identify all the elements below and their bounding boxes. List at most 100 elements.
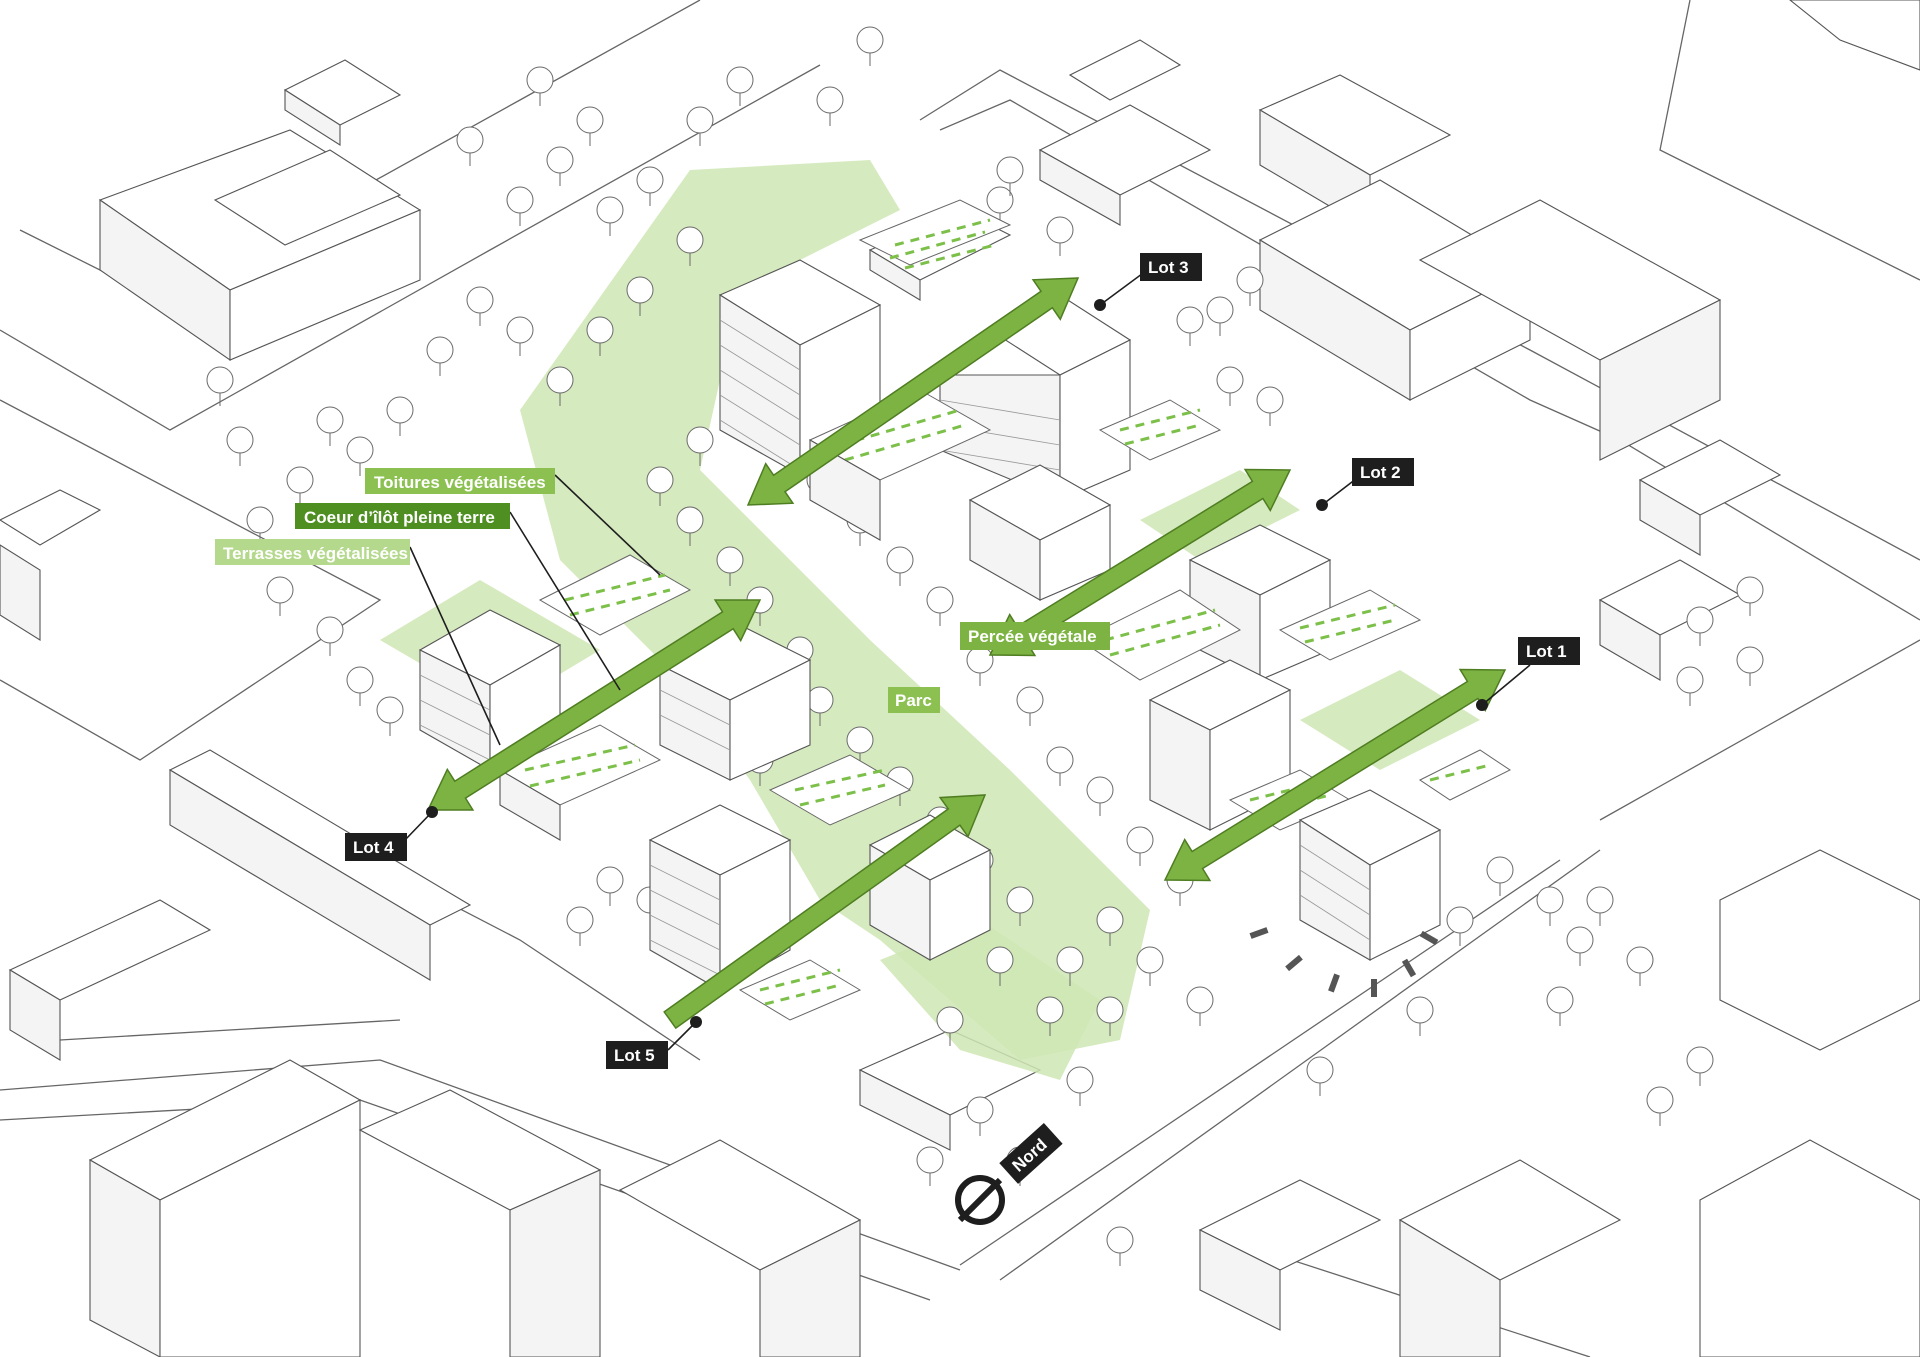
tree xyxy=(1126,826,1154,866)
tree xyxy=(986,186,1014,226)
tree xyxy=(1306,1056,1334,1096)
tree xyxy=(456,126,484,166)
lot2-label: Lot 2 xyxy=(1360,463,1401,482)
lot4-label: Lot 4 xyxy=(353,838,394,857)
tree xyxy=(726,66,754,106)
tree xyxy=(686,426,714,466)
tree xyxy=(1046,216,1074,256)
legend: Toitures végétalisées Coeur d’îlôt plein… xyxy=(215,468,661,746)
parc-tag: Parc xyxy=(888,687,940,713)
tree xyxy=(1206,296,1234,336)
tree xyxy=(1646,1086,1674,1126)
tree xyxy=(466,286,494,326)
lot-labels: Lot 3 Lot 2 Lot 1 Lot 4 Lot 5 xyxy=(345,253,1580,1069)
tree xyxy=(376,696,404,736)
tree xyxy=(566,906,594,946)
tree xyxy=(1686,1046,1714,1086)
tree xyxy=(346,436,374,476)
entrance-markers xyxy=(1249,927,1439,997)
legend-coeur: Coeur d’îlôt pleine terre xyxy=(295,503,510,529)
legend-toitures: Toitures végétalisées xyxy=(365,468,555,494)
arrow-lot5 xyxy=(663,794,987,1030)
tree xyxy=(926,586,954,626)
tree xyxy=(506,316,534,356)
arrow-lot2 xyxy=(988,468,1292,657)
tree xyxy=(1056,946,1084,986)
tree xyxy=(1096,906,1124,946)
tree xyxy=(626,276,654,316)
tree xyxy=(1186,986,1214,1026)
lot2-buildings xyxy=(968,399,1422,681)
tree xyxy=(856,26,884,66)
tree xyxy=(1626,946,1654,986)
tree xyxy=(506,186,534,226)
tree xyxy=(226,426,254,466)
tree xyxy=(1546,986,1574,1026)
tree xyxy=(1686,606,1714,646)
tree xyxy=(996,156,1024,196)
tree xyxy=(676,506,704,546)
tree xyxy=(716,546,744,586)
tree xyxy=(1086,776,1114,816)
tree xyxy=(1096,996,1124,1036)
tree xyxy=(596,866,624,906)
tree xyxy=(346,666,374,706)
tree xyxy=(546,366,574,406)
tree xyxy=(966,1096,994,1136)
percee-tag: Percée végétale xyxy=(960,622,1110,650)
tree xyxy=(1486,856,1514,896)
tree xyxy=(1006,886,1034,926)
tree xyxy=(316,616,344,656)
park-area xyxy=(520,160,1150,1060)
tree xyxy=(386,396,414,436)
tree xyxy=(686,106,714,146)
tree xyxy=(1106,1226,1134,1266)
tree xyxy=(246,506,274,546)
coeur-ilot-3 xyxy=(1300,670,1480,770)
percee-label: Percée végétale xyxy=(968,627,1097,646)
tree xyxy=(1216,366,1244,406)
tree xyxy=(966,646,994,686)
tree xyxy=(1676,666,1704,706)
lot4-tag: Lot 4 xyxy=(345,806,438,861)
tree xyxy=(1066,1066,1094,1106)
legend-toitures-label: Toitures végétalisées xyxy=(374,473,546,492)
lot3-tag: Lot 3 xyxy=(1094,253,1202,311)
lot3-label: Lot 3 xyxy=(1148,258,1189,277)
tree xyxy=(1136,946,1164,986)
tree xyxy=(1256,386,1284,426)
tree xyxy=(1046,746,1074,786)
tree xyxy=(286,466,314,506)
tree xyxy=(1586,886,1614,926)
tree xyxy=(1406,996,1434,1036)
tree xyxy=(266,576,294,616)
tree xyxy=(576,106,604,146)
tree xyxy=(936,1006,964,1046)
percee-arrows xyxy=(426,277,1507,1030)
lot4-buildings xyxy=(418,554,812,841)
tree xyxy=(636,166,664,206)
tree xyxy=(526,66,554,106)
park-south xyxy=(880,920,1100,1080)
tree xyxy=(596,196,624,236)
legend-terrasses: Terrasses végétalisées xyxy=(215,539,410,565)
tree xyxy=(1236,266,1264,306)
legend-terrasses-label: Terrasses végétalisées xyxy=(223,544,408,563)
tree xyxy=(676,226,704,266)
tree xyxy=(1016,686,1044,726)
tree xyxy=(1176,306,1204,346)
inline-labels: Percée végétale Parc xyxy=(888,622,1110,713)
lot2-tag: Lot 2 xyxy=(1316,458,1414,511)
tree xyxy=(1536,886,1564,926)
tree xyxy=(886,546,914,586)
tree xyxy=(916,1146,944,1186)
lot1-tag: Lot 1 xyxy=(1476,637,1580,711)
lot5-tag: Lot 5 xyxy=(606,1016,702,1069)
tree xyxy=(1036,996,1064,1036)
tree xyxy=(846,726,874,766)
lot1-label: Lot 1 xyxy=(1526,642,1567,661)
tree xyxy=(206,366,234,406)
tree xyxy=(546,146,574,186)
tree xyxy=(816,86,844,126)
